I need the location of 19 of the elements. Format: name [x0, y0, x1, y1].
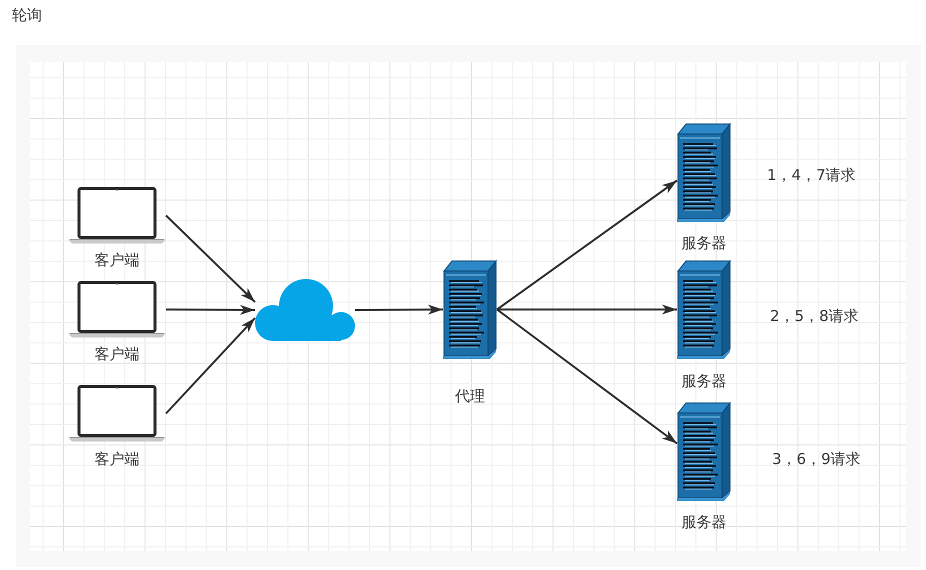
- node-caption: 1，4，7请求: [767, 166, 856, 184]
- arrow: [496, 308, 678, 444]
- node-label: 代理: [455, 387, 485, 405]
- title: 轮询: [12, 6, 42, 24]
- arrow: [497, 304, 677, 314]
- arrow: [166, 304, 255, 315]
- arrow: [165, 317, 256, 414]
- node-label: 客户端: [94, 345, 140, 363]
- node-label: 客户端: [94, 251, 140, 269]
- node-label: 服务器: [682, 513, 726, 531]
- arrow: [355, 304, 443, 315]
- cloud-icon: [255, 279, 355, 341]
- arrow: [165, 214, 256, 303]
- node-label: 客户端: [94, 450, 140, 468]
- node-caption: 2，5，8请求: [770, 307, 859, 325]
- node-caption: 3，6，9请求: [772, 450, 861, 468]
- arrow: [496, 180, 678, 310]
- node-label: 服务器: [682, 372, 726, 390]
- node-label: 服务器: [682, 234, 726, 252]
